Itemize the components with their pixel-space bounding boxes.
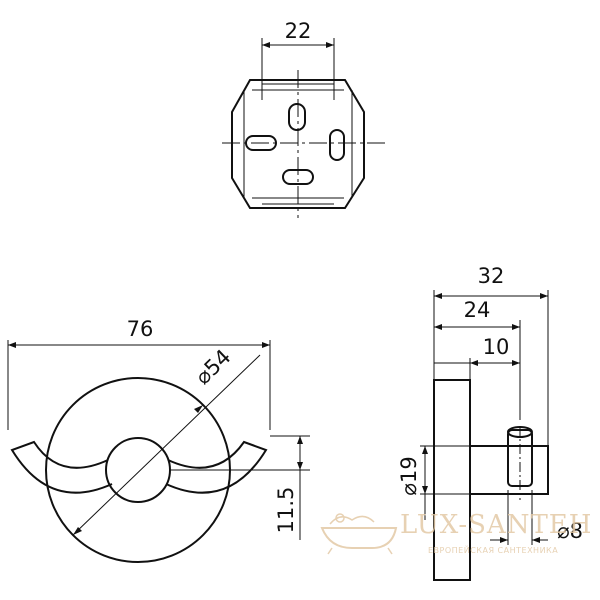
dimension-hook-offset: 11.5 bbox=[170, 435, 310, 540]
bathtub-logo bbox=[320, 513, 398, 555]
dimension-rosette-diameter: ⌀54 bbox=[72, 345, 261, 536]
slot-top bbox=[288, 103, 306, 131]
watermark-brand: LUX-SANTEH bbox=[400, 510, 592, 540]
brand-watermark: LUX-SANTEH ЕВРОПЕЙСКАЯ САНТЕХНИКА bbox=[320, 510, 592, 555]
slot-bottom bbox=[282, 169, 314, 185]
plate-outline bbox=[231, 79, 365, 209]
dimension-depth-total: 32 bbox=[433, 264, 549, 460]
dimension-plate-width: 22 bbox=[261, 19, 335, 100]
dimension-hook-diameter: ⌀8 bbox=[490, 490, 583, 545]
front-view: 76 ⌀54 11.5 bbox=[7, 317, 310, 563]
dimension-overall-width: 76 bbox=[7, 317, 271, 430]
label-rosette-diameter: ⌀54 bbox=[191, 345, 236, 390]
dimension-depth-base: 10 bbox=[434, 335, 520, 380]
dimension-rosette-side: ⌀19 bbox=[397, 445, 470, 520]
mounting-plate-view: 22 bbox=[222, 19, 388, 218]
label-depth-base: 10 bbox=[483, 335, 510, 359]
label-plate-width: 22 bbox=[285, 19, 312, 43]
label-hook-diameter: ⌀8 bbox=[557, 519, 583, 543]
watermark-tagline: ЕВРОПЕЙСКАЯ САНТЕХНИКА bbox=[428, 544, 558, 555]
label-rosette-side: ⌀19 bbox=[397, 456, 421, 495]
label-hook-offset: 11.5 bbox=[274, 487, 298, 534]
label-overall-width: 76 bbox=[127, 317, 154, 341]
hook-hub bbox=[105, 437, 171, 503]
label-depth-mid: 24 bbox=[464, 298, 491, 322]
hook-right-arm bbox=[165, 440, 268, 494]
hook-left-arm bbox=[10, 440, 113, 494]
slot-right bbox=[329, 129, 345, 161]
dimension-depth-mid: 24 bbox=[434, 298, 521, 420]
label-depth-total: 32 bbox=[478, 264, 505, 288]
slot-left bbox=[245, 135, 277, 151]
side-view: 32 24 10 bbox=[397, 264, 583, 581]
